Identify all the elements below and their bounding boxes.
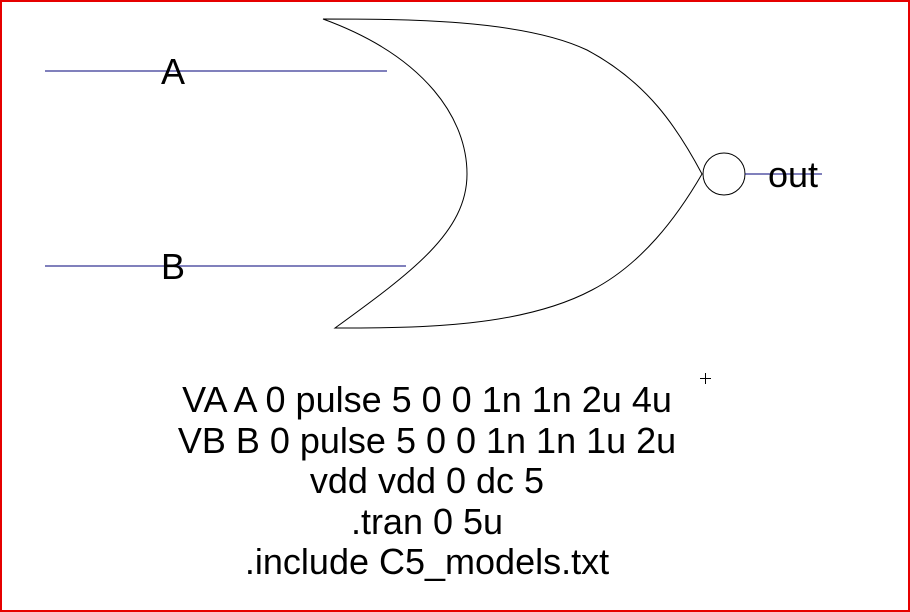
spice-netlist[interactable]: VA A 0 pulse 5 0 0 1n 1n 2u 4u VB B 0 pu… xyxy=(2,379,852,583)
netlist-line: vdd vdd 0 dc 5 xyxy=(309,460,545,501)
pin-label-out[interactable]: out xyxy=(768,154,819,195)
netlist-line: .include C5_models.txt xyxy=(244,541,610,582)
netlist-line: VA A 0 pulse 5 0 0 1n 1n 2u 4u xyxy=(182,379,672,420)
pin-label-b[interactable]: B xyxy=(161,246,186,287)
nor-gate-body[interactable] xyxy=(322,18,703,329)
netlist-line: VB B 0 pulse 5 0 0 1n 1n 1u 2u xyxy=(177,419,677,461)
netlist-line: .tran 0 5u xyxy=(350,500,504,542)
pin-label-a[interactable]: A xyxy=(161,51,186,92)
inversion-bubble[interactable] xyxy=(702,152,746,196)
crosshair-cursor-icon xyxy=(700,373,711,384)
